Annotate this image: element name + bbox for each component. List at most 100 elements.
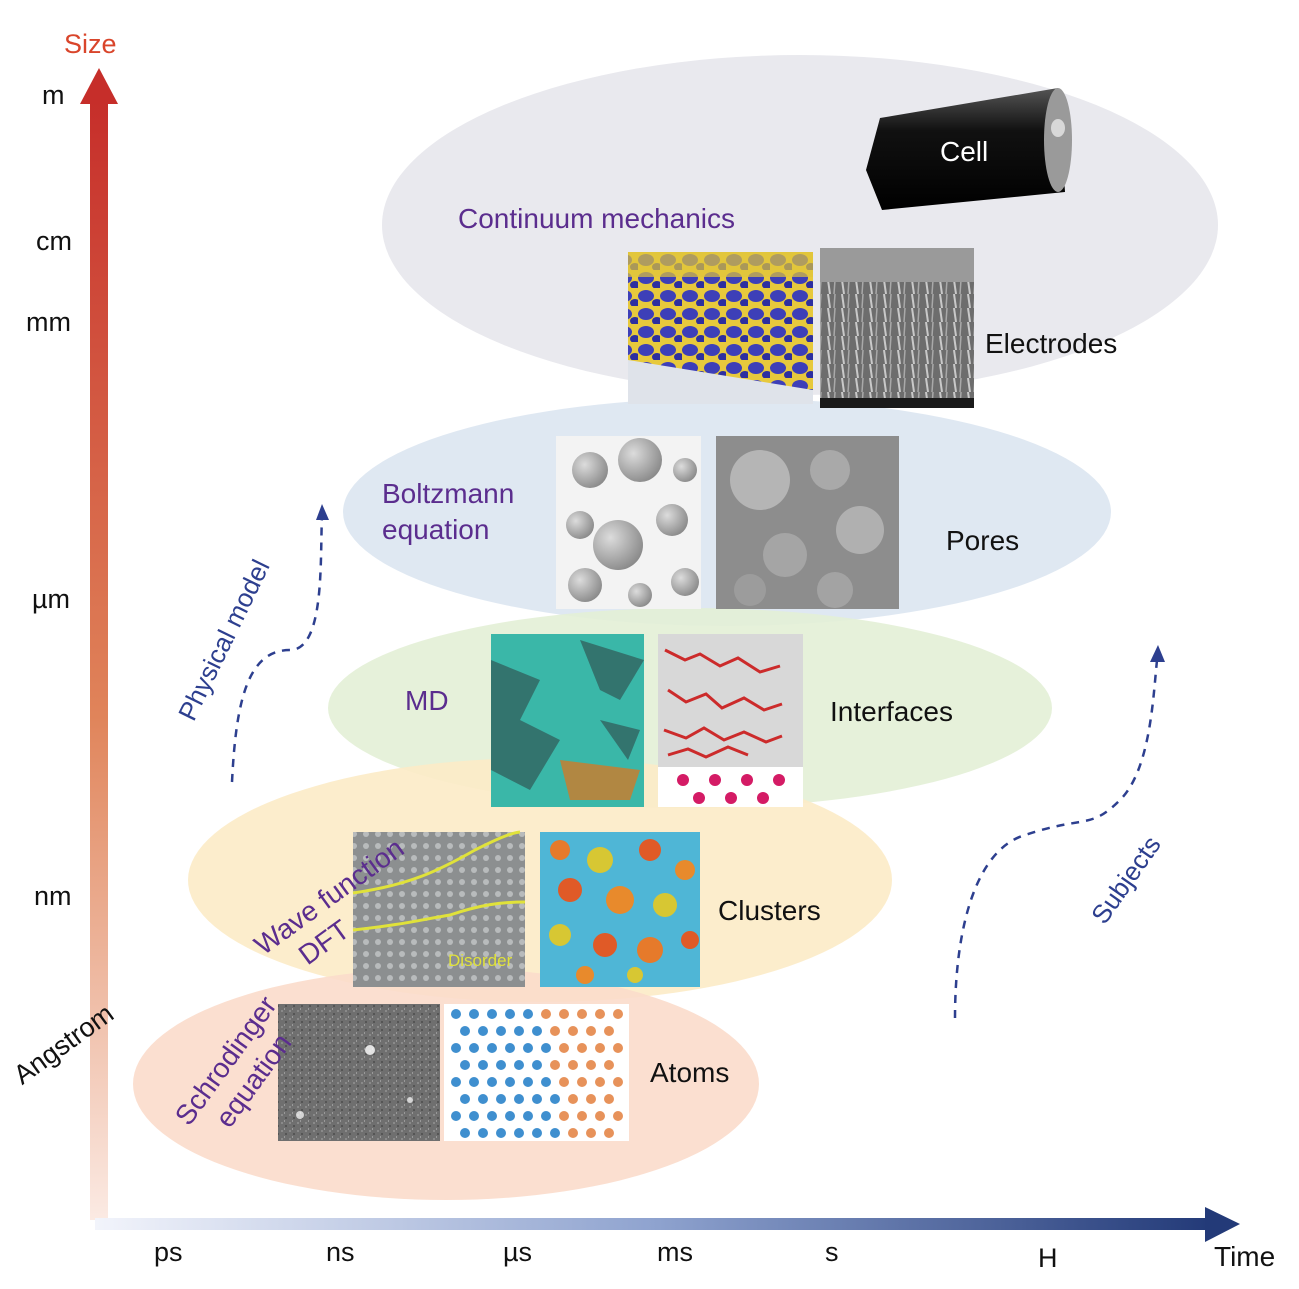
y-tick-nm: nm xyxy=(34,881,72,911)
lattice-atom xyxy=(604,1128,614,1138)
lattice-atom xyxy=(505,1009,515,1019)
lattice-atom xyxy=(496,1128,506,1138)
lattice-atom xyxy=(469,1077,479,1087)
lattice-atom xyxy=(559,1043,569,1053)
lattice-atom xyxy=(613,1111,623,1121)
lattice-atom xyxy=(532,1094,542,1104)
sem-pores-image xyxy=(716,436,899,609)
x-tick-s: s xyxy=(825,1237,839,1267)
lattice-atom xyxy=(478,1094,488,1104)
lattice-atom xyxy=(559,1111,569,1121)
x-tick-h: H xyxy=(1038,1243,1058,1273)
lattice-atom xyxy=(523,1077,533,1087)
model-continuum-mechanics: Continuum mechanics xyxy=(458,203,736,234)
lattice-atom xyxy=(550,1128,560,1138)
x-tick-ns: ns xyxy=(326,1237,355,1267)
lattice-atom xyxy=(568,1060,578,1070)
lattice-atom xyxy=(604,1094,614,1104)
lattice-atom xyxy=(496,1094,506,1104)
lattice-atom xyxy=(505,1111,515,1121)
lattice-atom xyxy=(532,1060,542,1070)
lattice-atom xyxy=(487,1111,497,1121)
y-tick-cm: cm xyxy=(36,226,72,256)
model-md: MD xyxy=(405,685,449,716)
lattice-atom xyxy=(460,1060,470,1070)
y-axis-shaft xyxy=(90,100,108,1220)
lattice-atom xyxy=(541,1043,551,1053)
lattice-atom xyxy=(595,1111,605,1121)
lattice-atom xyxy=(469,1009,479,1019)
lattice-atom xyxy=(568,1094,578,1104)
lattice-atom xyxy=(586,1026,596,1036)
lattice-atom xyxy=(595,1009,605,1019)
lattice-atom xyxy=(487,1043,497,1053)
lattice-atom xyxy=(514,1060,524,1070)
subject-interfaces: Interfaces xyxy=(830,696,953,727)
lattice-atom xyxy=(541,1077,551,1087)
lattice-atom xyxy=(451,1043,461,1053)
electrode-sem-image xyxy=(820,248,974,408)
cluster-particles-image xyxy=(540,832,700,987)
y-tick-um: µm xyxy=(32,584,71,614)
lattice-atom xyxy=(541,1009,551,1019)
cell-label: Cell xyxy=(940,136,988,167)
lattice-atom xyxy=(532,1026,542,1036)
lattice-atom xyxy=(514,1026,524,1036)
lattice-atom xyxy=(613,1043,623,1053)
x-axis-arrowhead xyxy=(1205,1207,1240,1242)
x-tick-ps: ps xyxy=(154,1237,183,1267)
lattice-atom xyxy=(568,1026,578,1036)
lattice-atom xyxy=(559,1077,569,1087)
atom-lattice-image xyxy=(444,1004,629,1141)
x-axis-title: Time xyxy=(1214,1241,1276,1272)
lattice-atom xyxy=(577,1111,587,1121)
lattice-atom xyxy=(469,1043,479,1053)
lattice-atom xyxy=(613,1009,623,1019)
lattice-atom xyxy=(586,1060,596,1070)
disorder-label: Disorder xyxy=(448,951,513,970)
physical-model-dashed-arrow xyxy=(230,514,324,783)
stem-noise-image xyxy=(278,1004,440,1141)
subject-electrodes: Electrodes xyxy=(985,328,1118,359)
lattice-atom xyxy=(514,1128,524,1138)
lattice-atom xyxy=(541,1111,551,1121)
y-tick-m: m xyxy=(42,80,65,110)
lattice-atom xyxy=(505,1043,515,1053)
electrode-particles-image xyxy=(628,252,813,404)
lattice-atom xyxy=(523,1111,533,1121)
model-boltzmann-line1: Boltzmann xyxy=(382,478,515,509)
lattice-atom xyxy=(478,1026,488,1036)
battery-cell-image xyxy=(866,88,1072,210)
y-axis-title: Size xyxy=(64,29,117,59)
subjects-dashed-arrow xyxy=(953,659,1159,1019)
lattice-atom xyxy=(595,1043,605,1053)
lattice-atom xyxy=(550,1026,560,1036)
lattice-atom xyxy=(577,1077,587,1087)
lattice-atom xyxy=(451,1009,461,1019)
interface-molecules-image xyxy=(658,634,803,807)
lattice-atom xyxy=(451,1077,461,1087)
porous-spheres-image xyxy=(556,436,701,609)
lattice-atom xyxy=(532,1128,542,1138)
subject-clusters: Clusters xyxy=(718,895,821,926)
lattice-atom xyxy=(460,1094,470,1104)
lattice-atom xyxy=(577,1043,587,1053)
lattice-atom xyxy=(523,1009,533,1019)
subject-atoms: Atoms xyxy=(650,1057,730,1088)
lattice-atom xyxy=(550,1094,560,1104)
lattice-atom xyxy=(460,1026,470,1036)
lattice-atom xyxy=(550,1060,560,1070)
lattice-atom xyxy=(478,1128,488,1138)
x-tick-ms: ms xyxy=(657,1237,693,1267)
md-surface-image xyxy=(491,634,644,807)
lattice-atom xyxy=(478,1060,488,1070)
lattice-atom xyxy=(496,1026,506,1036)
lattice-atom xyxy=(586,1128,596,1138)
x-axis-shaft xyxy=(95,1218,1210,1230)
x-tick-us: µs xyxy=(503,1237,533,1267)
lattice-atom xyxy=(559,1009,569,1019)
y-axis-arrowhead xyxy=(80,68,118,104)
lattice-atom xyxy=(514,1094,524,1104)
lattice-atom xyxy=(604,1060,614,1070)
